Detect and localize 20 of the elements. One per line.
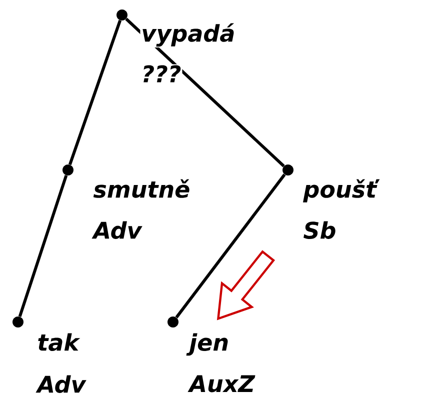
tree-node-dot [12,316,24,328]
node-label: smutně [92,178,192,199]
tree-edge [175,174,286,318]
node-label: tak [36,332,80,352]
tree-node-dot [62,164,74,176]
node-label: jen [186,332,230,357]
tree-node-dot [116,10,128,20]
tree-node-dot [168,316,178,328]
node-label: AuxZ [188,374,256,394]
tree-edge [18,174,68,318]
node-label: ??? [140,64,182,84]
node-label: Sb [302,220,338,240]
tree-edge [125,18,285,168]
tree-edge [68,20,122,166]
node-label: Adv [92,220,143,240]
node-label: ??? [144,65,181,82]
tree-node-dot [282,164,294,176]
node-label: poušť [302,178,380,204]
node-label: vypadá [140,22,236,48]
node-label: Adv [36,374,87,394]
